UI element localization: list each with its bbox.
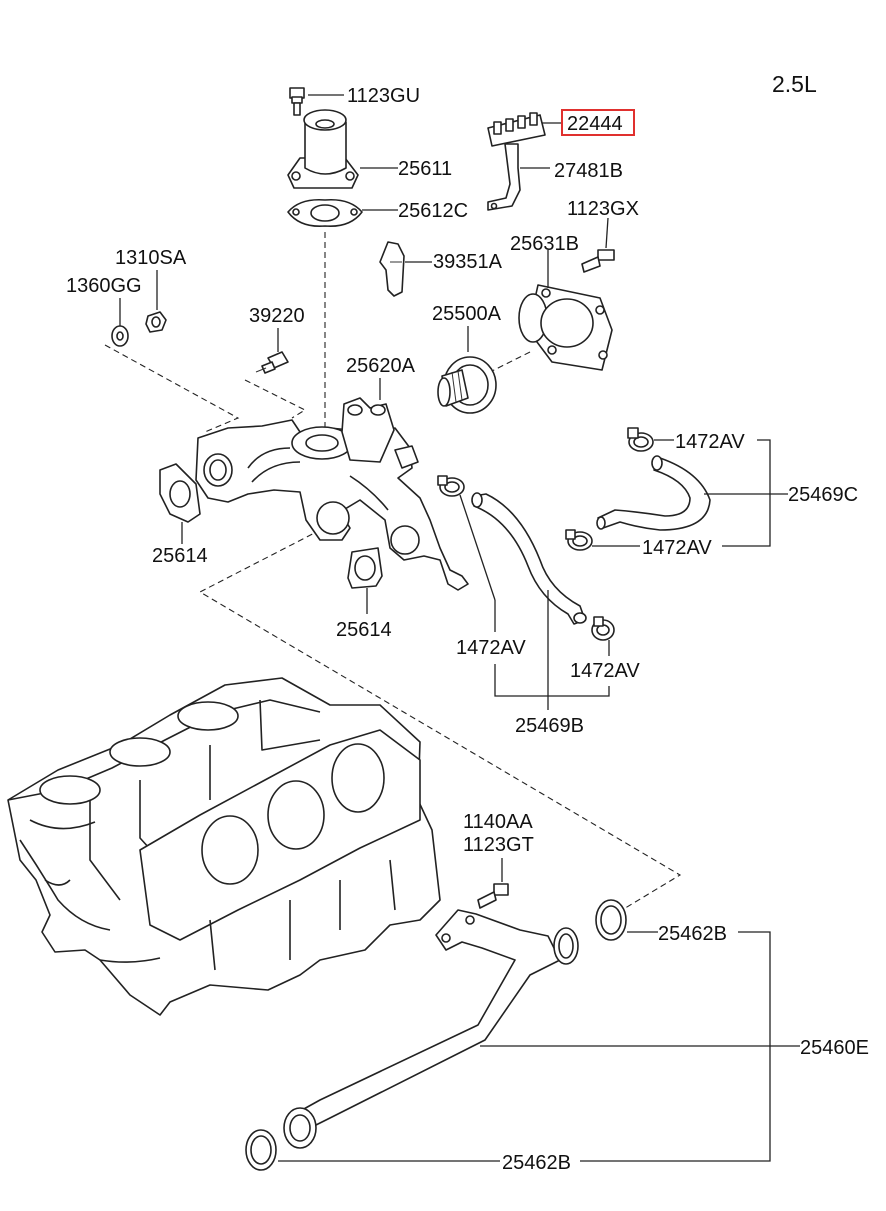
engine-size-label: 2.5L (772, 71, 817, 97)
part-label-1123gx[interactable]: 1123GX (567, 198, 639, 220)
part-label-25462b-upper[interactable]: 25462B (658, 923, 727, 945)
hose-25469b-icon (471, 492, 587, 625)
part-label-25614-lower[interactable]: 25614 (336, 619, 392, 641)
part-label-1472av-upper-right[interactable]: 1472AV (675, 431, 745, 453)
part-label-25462b-lower[interactable]: 25462B (502, 1152, 571, 1174)
bolt-1140aa-icon (477, 883, 509, 909)
bolt-1123gx-icon (581, 249, 615, 273)
part-label-1140aa[interactable]: 1140AA (463, 811, 533, 833)
part-label-25500a[interactable]: 25500A (432, 303, 502, 325)
gasket-25614-left-icon (159, 463, 201, 523)
bolt-1123gu-icon (289, 87, 305, 116)
clip-39351a-icon (379, 241, 405, 297)
part-label-39220[interactable]: 39220 (249, 305, 305, 327)
clamp-1472av-upper-right-icon (627, 427, 654, 452)
gasket-25614-lower-icon (347, 547, 383, 589)
part-label-39351a[interactable]: 39351A (433, 251, 503, 273)
part-label-25611[interactable]: 25611 (398, 158, 452, 180)
highlight-box-22444 (561, 109, 635, 136)
part-label-27481b[interactable]: 27481B (554, 160, 623, 182)
gasket-25612c-icon (287, 198, 363, 228)
part-label-1310sa[interactable]: 1310SA (115, 247, 187, 269)
thermostat-housing-icon (518, 284, 613, 371)
part-label-1123gt[interactable]: 1123GT (463, 834, 534, 856)
engine-block-icon (7, 677, 441, 1016)
part-label-1472av-right[interactable]: 1472AV (570, 660, 640, 682)
part-label-25612c[interactable]: 25612C (398, 200, 468, 222)
part-label-25620a[interactable]: 25620A (346, 355, 416, 377)
clamp-1472av-left-icon (437, 475, 465, 497)
part-label-25460e[interactable]: 25460E (800, 1037, 869, 1059)
bracket-27481b-icon (487, 143, 521, 211)
washer-1360gg-icon (111, 325, 129, 347)
part-label-25469c[interactable]: 25469C (788, 484, 858, 506)
part-label-1472av-lower-right[interactable]: 1472AV (642, 537, 712, 559)
part-label-1472av-left[interactable]: 1472AV (456, 637, 526, 659)
o-ring-25462b-upper-icon (595, 899, 627, 941)
hose-25469c-icon (596, 455, 711, 531)
water-pipe-25460e-icon (283, 909, 579, 1149)
water-manifold-25620a-icon (195, 397, 469, 591)
part-label-1360gg[interactable]: 1360GG (66, 275, 142, 297)
part-label-1123gu[interactable]: 1123GU (347, 85, 420, 107)
thermostat-25500a-icon (437, 356, 497, 414)
temperature-sensor-icon (255, 351, 289, 374)
part-label-25631b[interactable]: 25631B (510, 233, 579, 255)
clamp-1472av-right-icon (591, 616, 615, 641)
part-label-22444[interactable]: 22444 (567, 113, 623, 135)
nut-1310sa-icon (145, 311, 167, 333)
part-label-25469b[interactable]: 25469B (515, 715, 584, 737)
connector-22444-icon (487, 112, 546, 147)
o-ring-25462b-lower-icon (245, 1129, 277, 1171)
clamp-1472av-lower-right-icon (565, 529, 593, 551)
part-label-25614-left[interactable]: 25614 (152, 545, 208, 567)
water-outlet-fitting-icon (287, 109, 359, 189)
